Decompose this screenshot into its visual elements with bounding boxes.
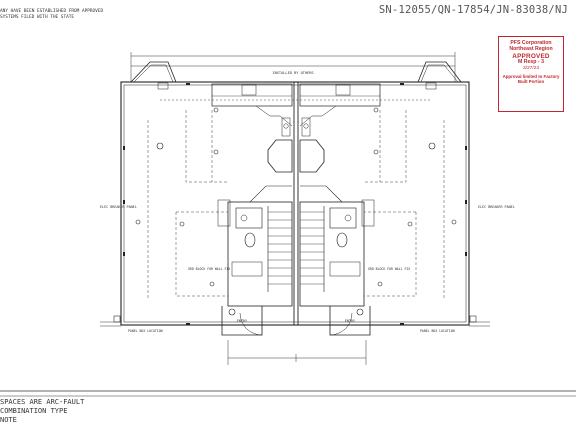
approval-stamp: PFS Corporation Northeast Region APPROVE… [498,36,564,112]
bottom-dimension [227,340,367,365]
dashed-partitions [147,99,445,300]
centre-fixtures [249,139,343,203]
stamp-status: APPROVED [512,52,550,60]
electrical-symbols [135,107,457,316]
entry-porches [221,306,371,336]
tag-right-label: GRD BLOCK FOR WALL FIX [368,267,410,271]
right-bumpout [417,61,462,90]
building-outline [120,81,470,326]
stamp-code: M Resp - 3 [518,59,544,66]
top-note-line-2: SYSTEMS FILED WITH THE STATE [0,15,75,21]
entry-left-label: ENTRY [237,319,247,323]
elec-right-label: ELEC BREAKER PANEL [478,205,515,209]
top-dimension [130,52,456,82]
top-note: ANY HAVE BEEN ESTABLISHED FROM APPROVED … [0,9,110,21]
left-bumpout [130,61,177,90]
tag-left-label: GRD BLOCK FOR WALL FIX [188,267,230,271]
serial-number: SN-12055/QN-17854/JN-83038/NJ [378,4,568,16]
bottom-notes: SPACES ARE ARC-FAULT COMBINATION TYPE NO… [0,398,84,424]
panel-right-label: PANEL BOX LOCATION [420,329,455,333]
note-line-2: COMBINATION TYPE [0,406,68,415]
stamp-date: 3/27/23 [522,66,539,72]
top-dimension-label: INSTALLED BY OTHERS [272,71,313,75]
stamp-region: Northeast Region [509,45,553,52]
elec-left-label: ELEC BREAKER PANEL [100,205,137,209]
note-line-3: NOTE [0,415,17,424]
wall-outlets [123,83,467,325]
kitchen-block [211,83,381,137]
panel-left-label: PANEL BOX LOCATION [128,329,163,333]
stamp-company: PFS Corporation [510,40,552,46]
note-line-1: SPACES ARE ARC-FAULT [0,398,85,406]
stamp-scope: Approval limited to Factory Built Portio… [502,73,560,84]
side-marks [100,315,490,327]
entry-right-label: ENTRY [345,319,355,323]
stair-core [217,199,375,307]
top-note-line-1: ANY HAVE BEEN ESTABLISHED FROM APPROVED [0,9,104,14]
